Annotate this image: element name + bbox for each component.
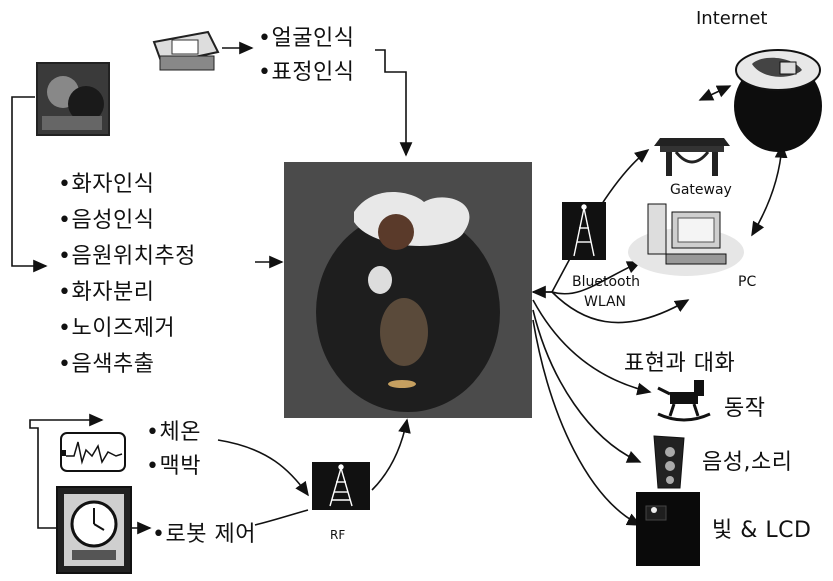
voice-function-5: •노이즈제거 (58, 310, 175, 342)
robot-control-label: •로봇 제어 (152, 516, 256, 548)
voice-function-4: •화자분리 (58, 274, 154, 306)
pc-label: PC (738, 274, 756, 290)
ecg-monitor-icon (60, 432, 126, 472)
wireless-antenna-icon (562, 202, 606, 260)
pc-internet-link (752, 145, 782, 235)
output-sound: 음성,소리 (702, 444, 792, 476)
wireless-label-2: WLAN (584, 294, 626, 310)
bio-function-1: •체온 (146, 414, 201, 446)
face-to-robot-arrow (375, 50, 406, 155)
speaker-icon (650, 432, 688, 490)
bio-function-2: •맥박 (146, 448, 201, 480)
rf-to-robot-arrow (372, 420, 407, 490)
rocking-horse-icon (652, 374, 716, 422)
globe-icon (732, 34, 824, 154)
output-light: 빛 & LCD (712, 512, 811, 544)
lcd-box-icon (636, 492, 700, 566)
voice-function-2: •음성인식 (58, 202, 154, 234)
camera-icon (148, 24, 220, 76)
robot-control-to-rf (255, 510, 308, 525)
face-function-1: •얼굴인식 (258, 20, 354, 52)
output-motion: 동작 (724, 390, 765, 422)
gateway-internet-link (700, 86, 730, 100)
antenna-icon (312, 462, 370, 510)
gateway-label: Gateway (670, 182, 732, 198)
to-motion (533, 310, 620, 398)
voice-function-6: •음색추출 (58, 346, 154, 378)
clock-icon (56, 486, 132, 574)
gateway-icon (650, 132, 734, 178)
voice-function-1: •화자인식 (58, 166, 154, 198)
bio-to-rf-curve (218, 440, 308, 495)
face-function-2: •표정인식 (258, 54, 354, 86)
person-photo-icon (36, 62, 110, 136)
pc-icon (626, 200, 746, 278)
internet-label: Internet (696, 8, 767, 29)
robot-photo-icon (284, 162, 532, 418)
voice-function-3: •음원위치추정 (58, 238, 196, 270)
output-expression: 표현과 대화 (624, 345, 735, 377)
rf-label: RF (330, 528, 345, 542)
